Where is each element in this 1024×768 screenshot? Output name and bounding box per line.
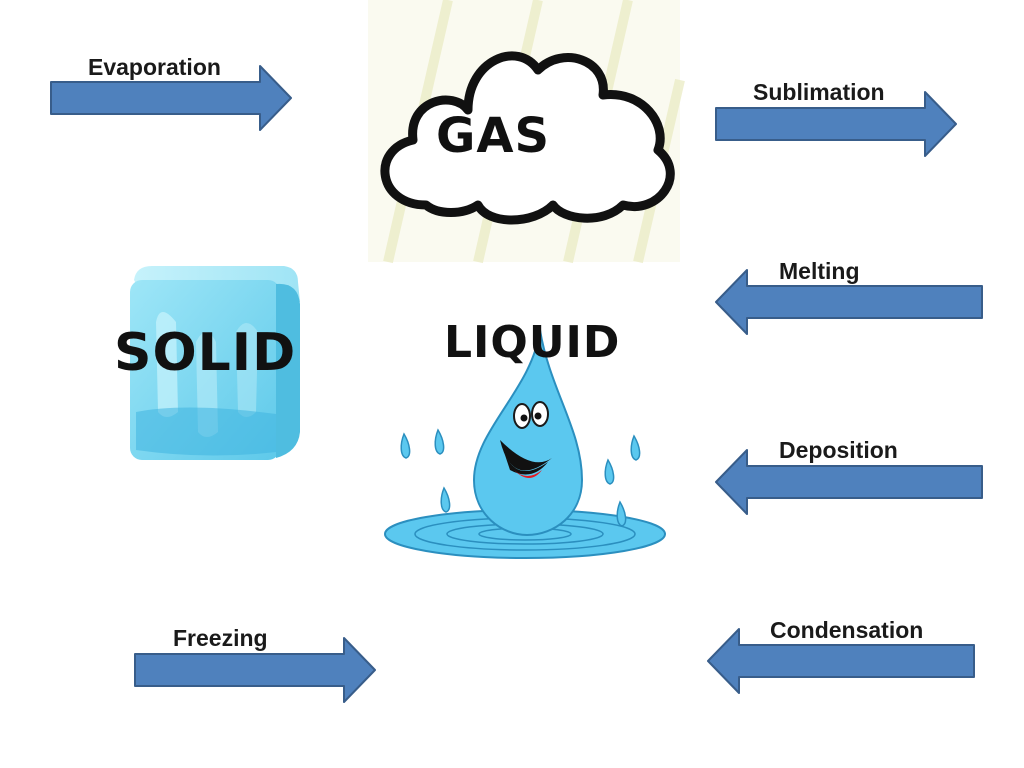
melting-arrow — [715, 269, 983, 335]
water-drop-icon — [384, 329, 666, 559]
melting-label: Melting — [779, 258, 860, 284]
sublimation-arrow — [715, 91, 957, 157]
solid-label: SOLID — [114, 323, 297, 383]
condensation-arrow — [707, 628, 975, 694]
evaporation-arrow — [50, 65, 292, 131]
condensation-label: Condensation — [770, 617, 924, 643]
freezing-label: Freezing — [173, 625, 268, 651]
sublimation-label: Sublimation — [753, 79, 885, 105]
evaporation-label: Evaporation — [88, 54, 221, 80]
deposition-label: Deposition — [779, 437, 898, 463]
freezing-arrow — [134, 637, 376, 703]
cloud-icon — [368, 0, 685, 264]
ice-cube-icon — [130, 266, 300, 460]
deposition-arrow — [715, 449, 983, 515]
gas-label: GAS — [436, 108, 551, 164]
liquid-label: LIQUID — [444, 317, 621, 368]
